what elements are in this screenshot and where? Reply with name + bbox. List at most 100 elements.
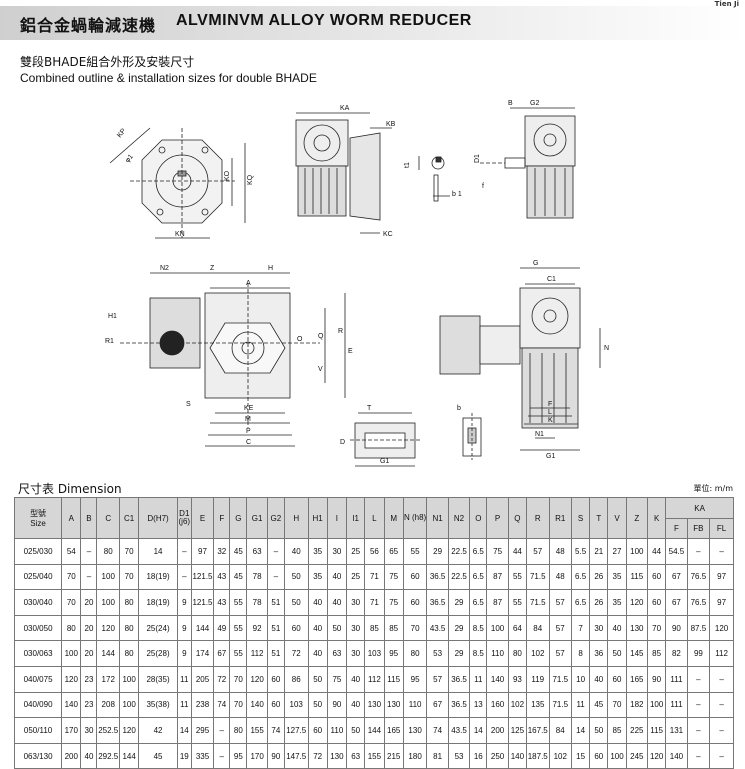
table-cell: 70 [607,691,627,719]
table-cell: 100 [96,563,120,591]
table-cell: 208 [96,691,120,719]
table-cell: 200 [61,742,82,769]
table-cell: 14 [570,717,591,744]
table-cell: 78 [246,589,268,616]
drawing-keyway-detail: b [457,405,482,460]
table-cell: 67 [665,589,688,616]
table-cell: 51 [266,589,285,616]
table-cell: 8 [570,640,591,667]
table-cell: 30 [80,717,98,744]
drawing-hollow-shaft: T D G1 [340,405,420,467]
table-cell: 70 [118,538,140,565]
table-cell: 35 [607,563,627,591]
table-cell: 60 [647,563,667,591]
table-cell: – [80,563,98,591]
table-cell: 71.5 [548,691,572,719]
table-cell: 245 [625,742,649,769]
table-cell: 80 [118,589,140,616]
table-cell: 56 [364,538,385,565]
table-cell: 144 [364,717,385,744]
table-cell: 125 [507,717,528,744]
table-cell: 93 [507,665,528,693]
table-cell: 130 [326,742,348,769]
table-cell: 21 [589,538,609,565]
svg-text:D: D [340,439,345,446]
table-cell: 40 [307,640,328,667]
table-cell: – [213,717,231,744]
page-title-cn: 鋁合金蝸輪減速機 [20,16,157,35]
table-cell: 170 [246,742,268,769]
size-cell: 025/030 [13,538,63,565]
table-cell: 22.5 [447,538,471,565]
table-cell: 67 [426,691,449,719]
table-cell: 72 [307,742,328,769]
table-cell: 72 [213,665,231,693]
table-cell: 22.5 [447,563,471,591]
table-cell: 70 [402,614,428,642]
table-cell: 100 [118,691,140,719]
col-header: O [469,497,488,539]
table-cell: 250 [486,742,509,769]
table-cell: 74 [266,717,285,744]
brand-mark: Tien Ji [714,0,739,8]
table-cell: 67 [665,563,688,591]
table-cell: 127.5 [283,717,309,744]
col-header: H [283,497,309,539]
table-cell: 100 [118,665,140,693]
svg-text:B: B [508,100,513,107]
svg-text:Z: Z [210,265,215,272]
svg-text:KQ: KQ [247,174,254,185]
table-cell: 84 [526,614,550,642]
table-cell: 70 [118,563,140,591]
table-cell: 112 [246,640,268,667]
technical-drawings: KP φ1 KO KQ KN KA KB KC t1 b 1 [105,100,609,467]
table-cell: 36.5 [447,691,471,719]
col-header: Q [507,497,528,539]
table-cell: 174 [190,640,215,667]
table-cell: 140 [486,665,509,693]
svg-text:KO: KO [224,170,231,181]
table-cell: – [80,538,98,565]
table-cell: 55 [229,640,248,667]
svg-text:KA: KA [340,105,350,112]
table-cell: 25 [346,563,366,591]
table-cell: 50 [326,614,348,642]
table-cell: 30 [326,538,348,565]
table-cell: 121.5 [190,589,215,616]
table-cell: 110 [402,691,428,719]
svg-text:φ1: φ1 [124,153,135,164]
col-header: L [364,497,385,539]
table-cell: 42 [138,717,178,744]
size-cell: 030/063 [13,640,63,667]
svg-text:G1: G1 [380,458,389,465]
table-cell: 50 [283,589,309,616]
table-cell: 140 [665,742,688,769]
table-cell: 295 [190,717,215,744]
table-cell: 35 [607,589,627,616]
table-cell: 70 [647,614,667,642]
table-cell: 60 [402,589,428,616]
table-cell: 71 [364,563,385,591]
table-cell: 36.5 [426,589,449,616]
table-cell: 102 [526,640,550,667]
table-cell: 85 [607,717,627,744]
table-cell: 16 [469,742,488,769]
table-cell: 238 [190,691,215,719]
table-cell: 292.5 [96,742,120,769]
table-cell: 120 [61,665,82,693]
table-cell: 97 [709,563,734,591]
table-cell: 182 [625,691,649,719]
drawing-key-detail: t1 b 1 [404,156,462,202]
table-cell: 29 [447,614,471,642]
table-cell: 30 [589,614,609,642]
table-cell: 85 [647,640,667,667]
table-cell: 180 [402,742,428,769]
svg-text:H1: H1 [108,313,117,320]
table-cell: – [709,691,734,719]
col-header: G1 [246,497,268,539]
table-cell: 50 [346,717,366,744]
